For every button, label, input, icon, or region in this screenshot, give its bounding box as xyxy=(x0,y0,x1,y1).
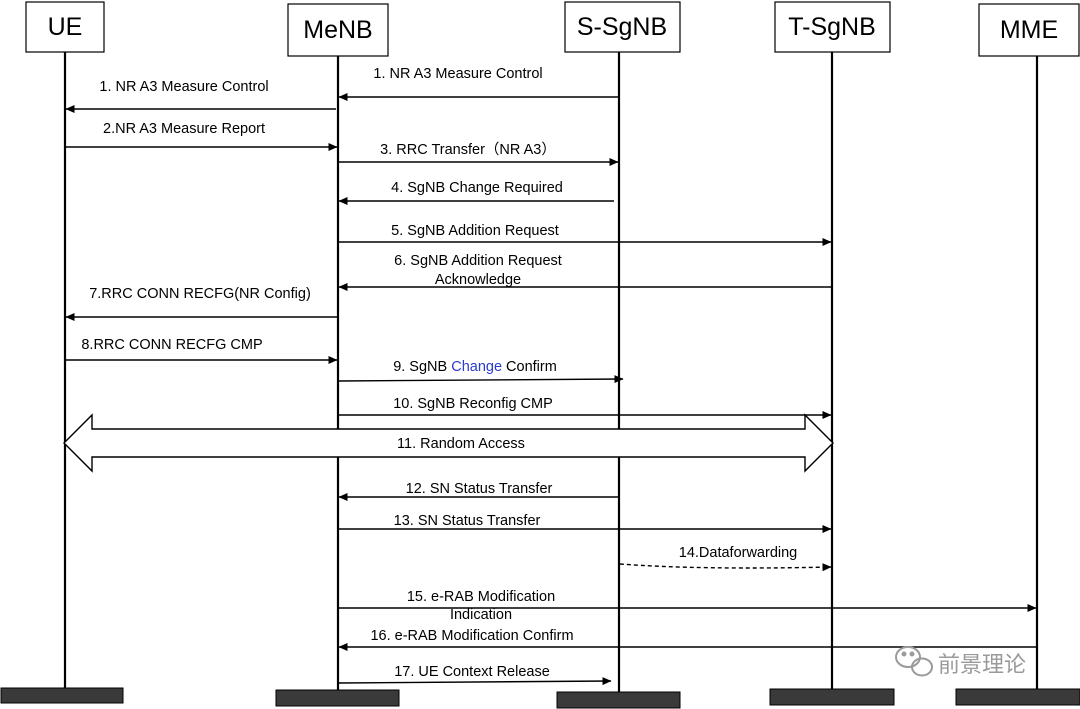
entity-menb: MeNB xyxy=(287,3,389,57)
message-1a-label: 1. NR A3 Measure Control xyxy=(373,66,542,82)
message-15-label-line1: 15. e-RAB Modification xyxy=(407,589,555,605)
entity-mme: MME xyxy=(978,3,1080,57)
message-11-label: 11. Random Access xyxy=(397,436,525,452)
message-4: 4. SgNB Change Required xyxy=(338,180,614,205)
watermark: 前景理论 xyxy=(895,646,1026,678)
message-3: 3. RRC Transfer（NR A3） xyxy=(339,141,619,166)
entity-label-mme: MME xyxy=(1000,16,1058,44)
message-9-label-prefix: 9. SgNB xyxy=(393,359,451,375)
message-8-label: 8.RRC CONN RECFG CMP xyxy=(81,337,262,353)
message-17: 17. UE Context Release xyxy=(338,664,612,686)
wechat-icon xyxy=(895,646,933,677)
message-10: 10. SgNB Reconfig CMP xyxy=(339,396,832,419)
message-9-label-suffix: Confirm xyxy=(502,359,557,375)
message-9: 9. SgNB Change Confirm xyxy=(338,359,624,384)
bottom-bar-s-sgnb xyxy=(556,691,681,709)
entity-s-sgnb: S-SgNB xyxy=(564,1,681,53)
message-6: 6. SgNB Addition Request Acknowledge xyxy=(338,253,831,291)
message-6-label-line1: 6. SgNB Addition Request xyxy=(394,253,562,269)
message-14: 14.Dataforwarding xyxy=(619,545,832,572)
message-8: 8.RRC CONN RECFG CMP xyxy=(66,337,338,364)
message-11: 11. Random Access xyxy=(63,413,834,473)
message-15: 15. e-RAB Modification Indication xyxy=(339,589,1037,623)
entity-ue: UE xyxy=(25,1,105,53)
message-9-label-highlight: Change xyxy=(451,359,502,375)
message-15-label-line2: Indication xyxy=(450,607,512,623)
message-12: 12. SN Status Transfer xyxy=(338,481,619,501)
message-4-label: 4. SgNB Change Required xyxy=(391,180,563,196)
entity-label-menb: MeNB xyxy=(303,16,372,44)
message-12-label: 12. SN Status Transfer xyxy=(406,481,553,497)
message-16: 16. e-RAB Modification Confirm xyxy=(338,628,1036,651)
message-9-arrow xyxy=(338,375,624,384)
message-6-label-line2: Acknowledge xyxy=(435,272,521,288)
message-3-label: 3. RRC Transfer（NR A3） xyxy=(380,141,556,158)
random-access-double-arrow xyxy=(63,413,834,473)
message-9-label: 9. SgNB Change Confirm xyxy=(393,359,557,375)
bottom-bar-ue xyxy=(0,687,124,704)
message-13-label: 13. SN Status Transfer xyxy=(394,513,541,529)
message-7: 7.RRC CONN RECFG(NR Config) xyxy=(65,286,337,321)
message-10-label: 10. SgNB Reconfig CMP xyxy=(393,396,553,412)
message-13: 13. SN Status Transfer xyxy=(339,513,832,533)
message-7-label: 7.RRC CONN RECFG(NR Config) xyxy=(89,286,311,302)
entity-t-sgnb: T-SgNB xyxy=(774,1,891,53)
bottom-bar-menb xyxy=(275,689,400,707)
watermark-text: 前景理论 xyxy=(938,653,1026,678)
message-2: 2.NR A3 Measure Report xyxy=(66,121,338,151)
message-2-label: 2.NR A3 Measure Report xyxy=(103,121,265,137)
message-16-label: 16. e-RAB Modification Confirm xyxy=(370,628,573,644)
message-1b-label: 1. NR A3 Measure Control xyxy=(99,79,268,95)
message-5-label: 5. SgNB Addition Request xyxy=(391,223,559,239)
entity-label-s-sgnb: S-SgNB xyxy=(577,13,667,41)
message-17-label: 17. UE Context Release xyxy=(394,664,550,680)
message-17-arrow xyxy=(338,677,612,686)
message-5: 5. SgNB Addition Request xyxy=(339,223,832,246)
bottom-bar-t-sgnb xyxy=(769,688,895,706)
message-14-arrow xyxy=(619,563,832,572)
message-14-label: 14.Dataforwarding xyxy=(679,545,798,561)
message-1a: 1. NR A3 Measure Control xyxy=(338,66,619,101)
message-1b: 1. NR A3 Measure Control xyxy=(65,79,336,113)
entity-label-ue: UE xyxy=(48,13,83,41)
bottom-bar-mme xyxy=(955,688,1080,706)
entity-label-t-sgnb: T-SgNB xyxy=(788,13,876,41)
